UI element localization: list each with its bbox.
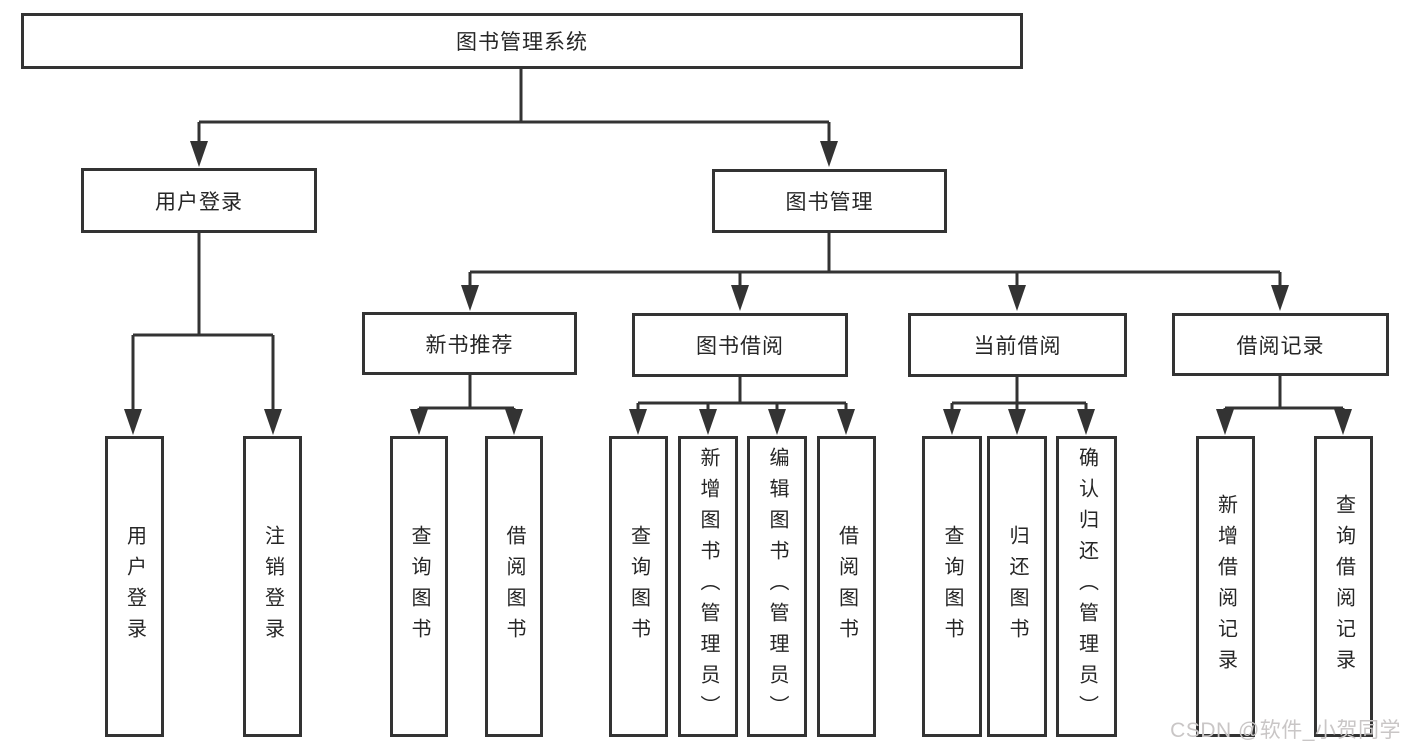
csdn-watermark: CSDN @软件_小贺同学 xyxy=(1170,719,1401,742)
leaf-confirm-return-admin: 确认归还（管理员） xyxy=(1056,436,1117,737)
node-borrowing-records: 借阅记录 xyxy=(1172,313,1389,376)
leaf-user-login: 用户登录 xyxy=(105,436,164,737)
node-label: 当前借阅 xyxy=(973,335,1062,358)
leaf-label: 编辑图书（管理员） xyxy=(766,447,788,726)
leaf-logout: 注销登录 xyxy=(243,436,302,737)
leaf-label: 归还图书 xyxy=(1006,524,1028,649)
node-book-borrowing: 图书借阅 xyxy=(632,313,848,377)
node-library-management-system: 图书管理系统 xyxy=(21,13,1023,69)
node-label: 图书管理系统 xyxy=(456,31,588,54)
leaf-edit-books-admin: 编辑图书（管理员） xyxy=(747,436,807,737)
node-user-login: 用户登录 xyxy=(81,168,317,233)
node-label: 用户登录 xyxy=(155,190,243,214)
node-label: 图书借阅 xyxy=(696,335,784,358)
leaf-query-books-borrow: 查询图书 xyxy=(609,436,668,737)
leaf-label: 查询图书 xyxy=(627,524,650,649)
leaf-label: 查询借阅记录 xyxy=(1332,493,1355,680)
leaf-add-books-admin: 新增图书（管理员） xyxy=(678,436,738,737)
node-current-borrowing: 当前借阅 xyxy=(908,313,1127,377)
leaf-query-borrow-record: 查询借阅记录 xyxy=(1314,436,1373,737)
node-label: 图书管理 xyxy=(785,191,874,214)
leaf-label: 新增图书（管理员） xyxy=(697,447,719,726)
node-label: 借阅记录 xyxy=(1236,334,1325,358)
node-book-management: 图书管理 xyxy=(712,169,947,233)
leaf-add-borrow-record: 新增借阅记录 xyxy=(1196,436,1255,737)
leaf-return-books: 归还图书 xyxy=(987,436,1047,737)
leaf-label: 查询图书 xyxy=(408,524,430,649)
leaf-label: 借阅图书 xyxy=(835,524,858,649)
leaf-label: 注销登录 xyxy=(261,524,284,649)
leaf-query-books-recommend: 查询图书 xyxy=(390,436,448,737)
leaf-label: 查询图书 xyxy=(941,524,963,649)
leaf-label: 确认归还（管理员） xyxy=(1075,447,1098,726)
node-new-book-recommend: 新书推荐 xyxy=(362,312,577,375)
leaf-label: 借阅图书 xyxy=(503,524,525,649)
leaf-query-books-current: 查询图书 xyxy=(922,436,982,737)
leaf-label: 新增借阅记录 xyxy=(1214,493,1237,680)
node-label: 新书推荐 xyxy=(425,333,514,357)
leaf-borrow-books-recommend: 借阅图书 xyxy=(485,436,543,737)
leaf-label: 用户登录 xyxy=(123,524,146,649)
leaf-borrow-books: 借阅图书 xyxy=(817,436,876,737)
